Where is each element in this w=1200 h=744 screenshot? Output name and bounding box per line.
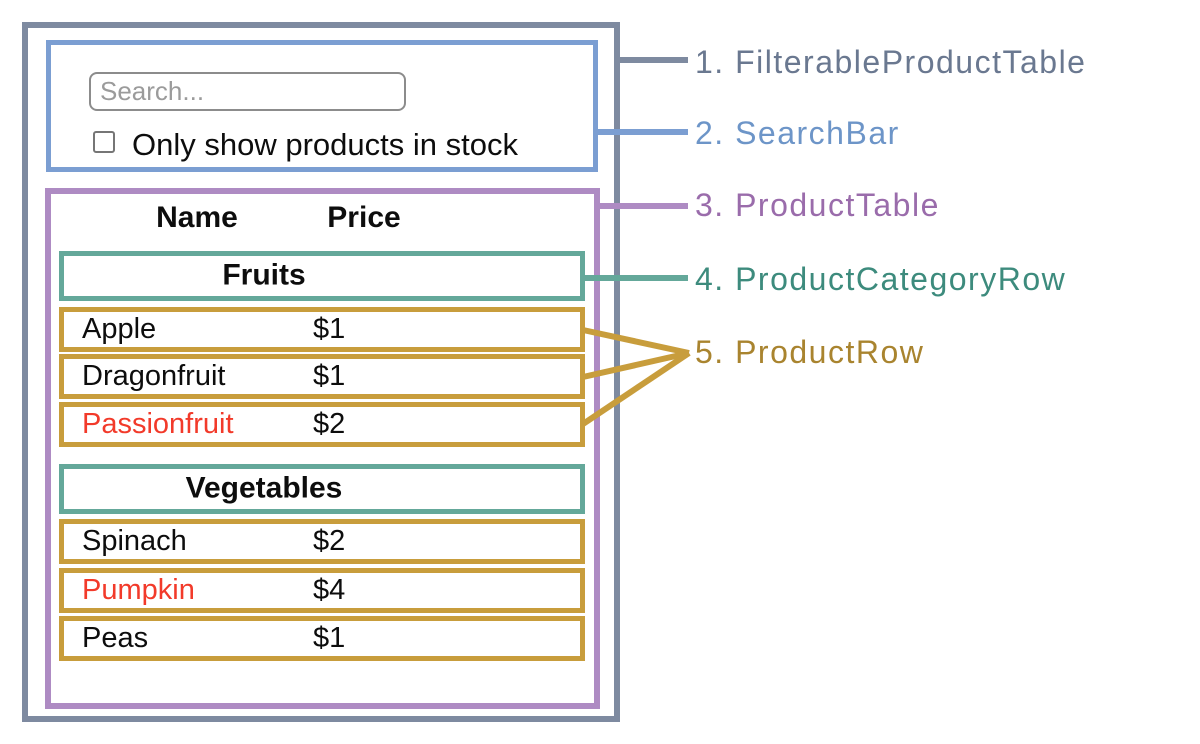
annotation-product-row: 5. ProductRow [695, 334, 925, 370]
product-name-out-of-stock: Pumpkin [82, 573, 195, 606]
product-row-apple: Apple $1 [59, 307, 585, 352]
product-row-spinach: Spinach $2 [59, 519, 585, 564]
product-price: $2 [313, 524, 346, 557]
product-row-peas: Peas $1 [59, 616, 585, 661]
annotation-product-table: 3. ProductTable [695, 187, 940, 223]
product-name: Peas [82, 621, 149, 654]
annotation-product-category-row: 4. ProductCategoryRow [695, 261, 1067, 297]
product-price: $4 [313, 573, 346, 606]
product-name: Dragonfruit [82, 359, 226, 392]
connector-line-filterable-product-table [620, 57, 688, 63]
in-stock-checkbox-label: Only show products in stock [132, 127, 518, 162]
product-name: Apple [82, 312, 157, 345]
column-header-name: Name [156, 201, 238, 234]
product-row-passionfruit: Passionfruit $2 [59, 402, 585, 447]
product-name-out-of-stock: Passionfruit [82, 407, 234, 440]
product-table-box [45, 188, 600, 709]
connector-line-product-category-row [585, 275, 688, 281]
annotation-filterable-product-table: 1. FilterableProductTable [695, 44, 1087, 80]
search-input[interactable] [89, 72, 406, 111]
connector-line-search-bar [598, 129, 688, 135]
category-label: Vegetables [185, 471, 343, 505]
category-row-vegetables: Vegetables [59, 464, 585, 514]
product-price: $1 [313, 621, 346, 654]
connector-lines-product-row [581, 327, 691, 427]
in-stock-checkbox[interactable] [93, 131, 115, 153]
column-header-price: Price [327, 201, 401, 234]
annotation-search-bar: 2. SearchBar [695, 115, 900, 151]
category-label: Fruits [222, 258, 306, 292]
product-price: $1 [313, 359, 346, 392]
product-price: $1 [313, 312, 346, 345]
search-bar-box [46, 40, 598, 172]
connector-line-product-table [600, 203, 688, 209]
product-row-dragonfruit: Dragonfruit $1 [59, 354, 585, 399]
category-row-fruits: Fruits [59, 251, 585, 301]
product-name: Spinach [82, 524, 187, 557]
product-price: $2 [313, 407, 346, 440]
product-row-pumpkin: Pumpkin $4 [59, 568, 585, 613]
